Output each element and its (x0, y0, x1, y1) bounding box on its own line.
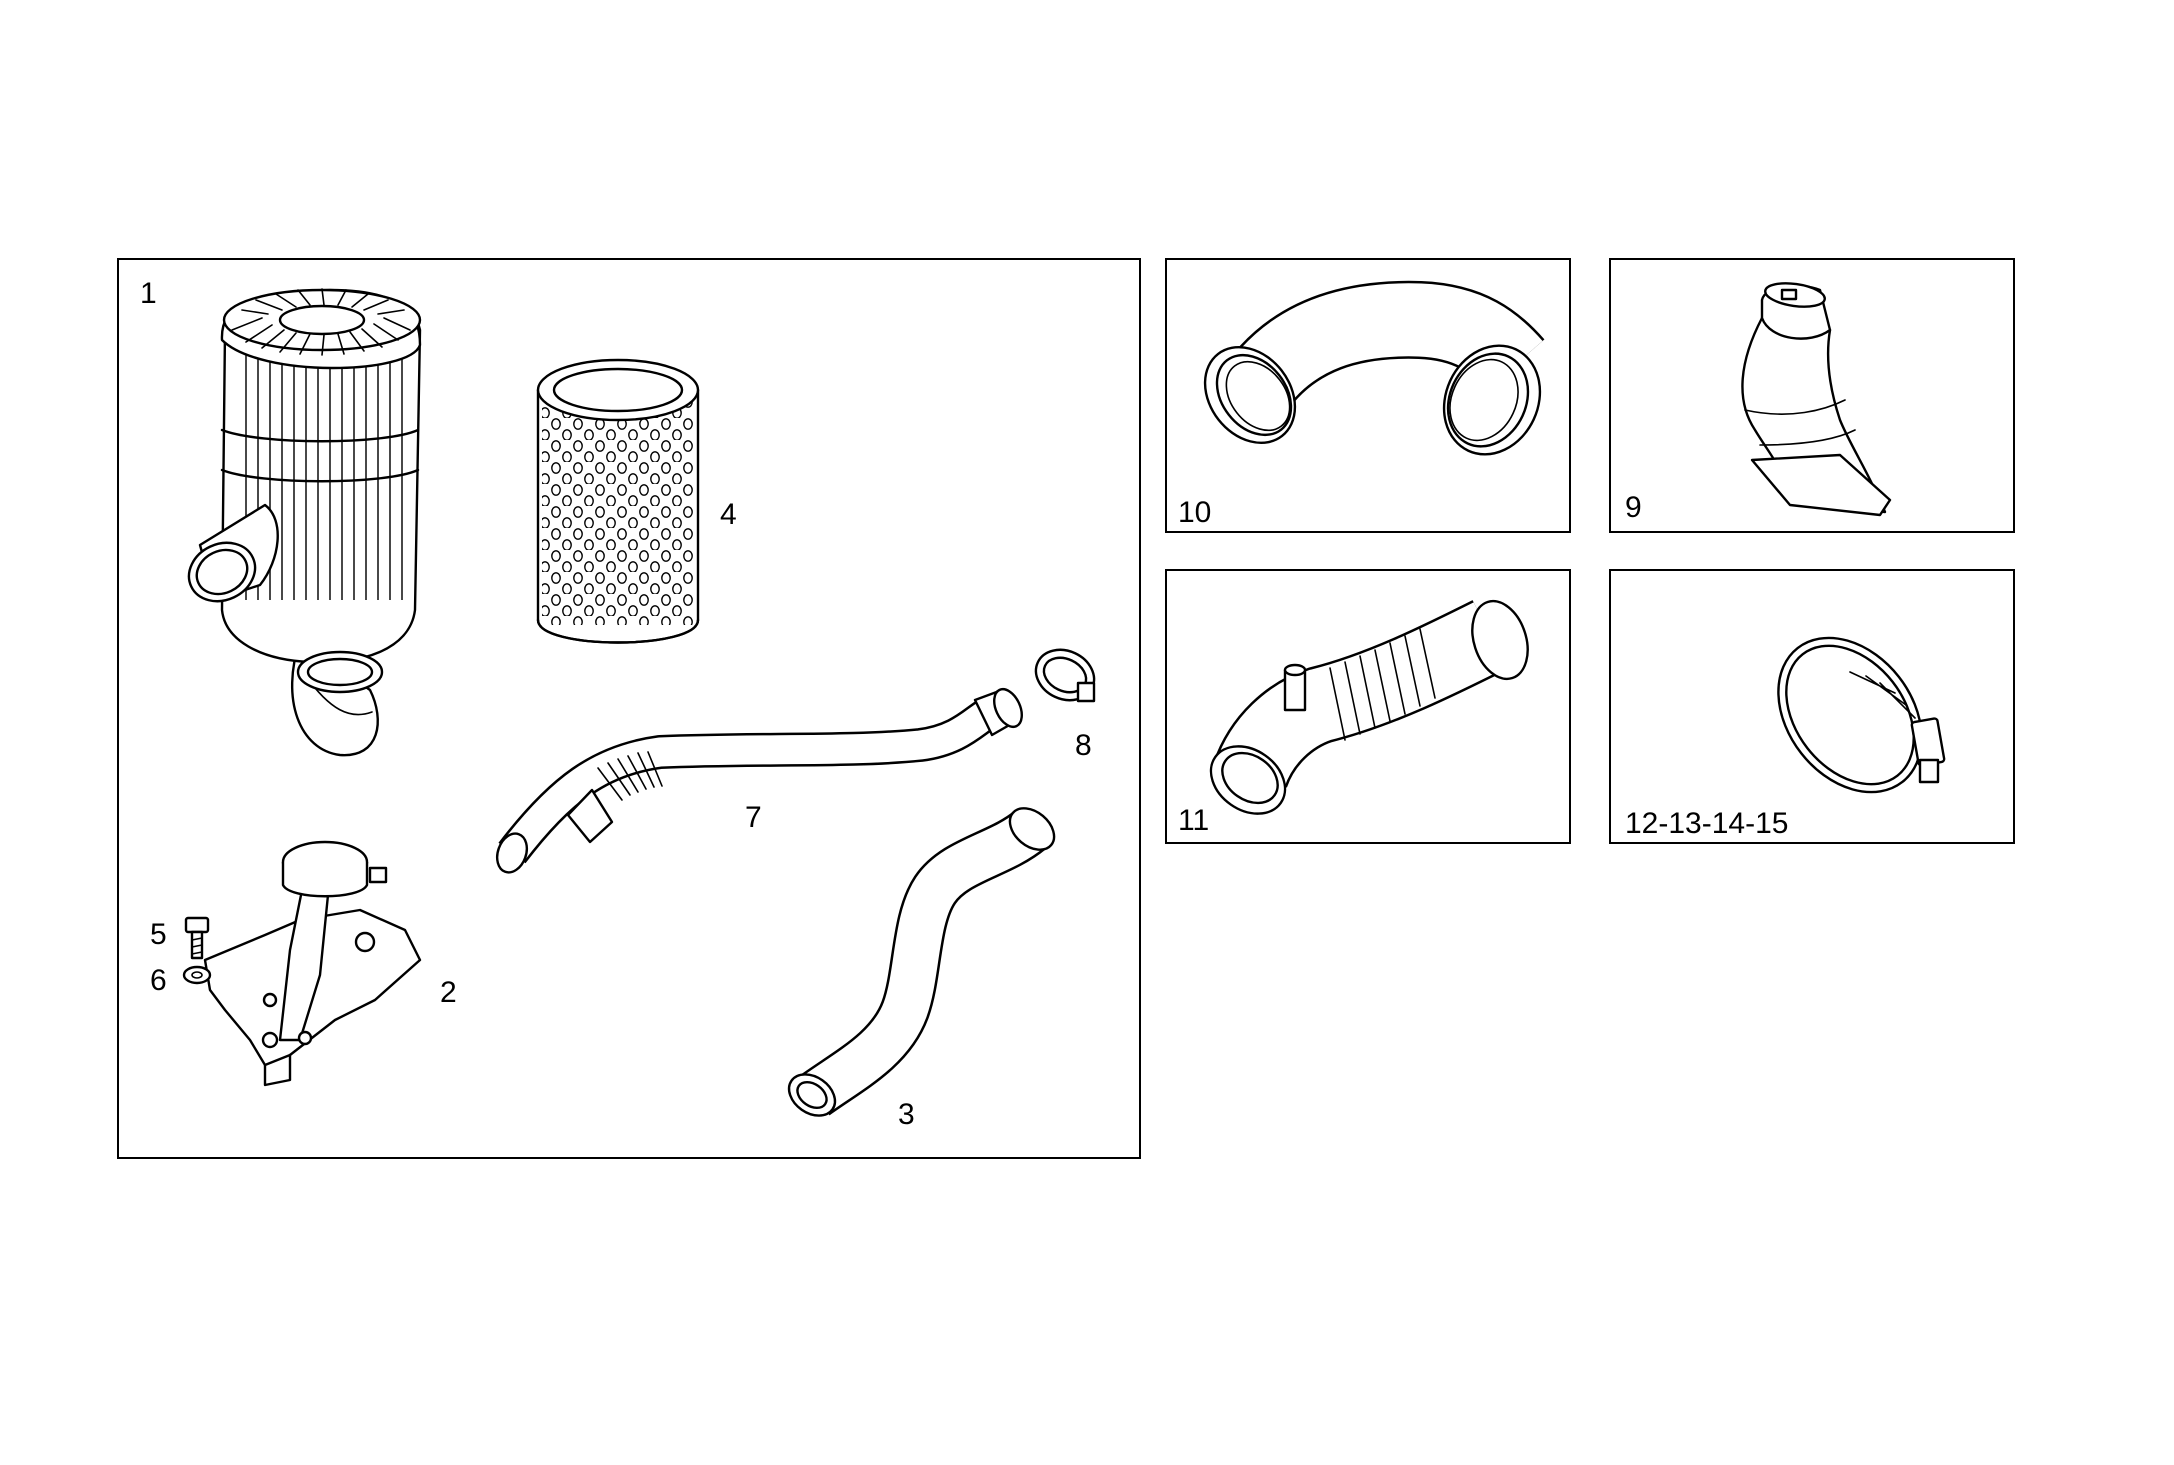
hose-3 (787, 807, 1056, 1117)
air-filter-housing (187, 288, 422, 757)
panel-10: 10 (1165, 258, 1571, 533)
label-8: 8 (1075, 729, 1092, 762)
hose-clamp-12-15 (1777, 636, 1946, 794)
label-2: 2 (440, 976, 457, 1009)
washer-6 (182, 965, 212, 985)
filter-cartridge (536, 358, 700, 644)
bellows-hose-11 (1209, 599, 1529, 815)
main-panel: 1 (117, 258, 1141, 1159)
clamp-8 (1034, 648, 1096, 703)
label-5: 5 (150, 918, 167, 951)
hose-7 (495, 687, 1023, 874)
label-9: 9 (1625, 491, 1642, 524)
label-3: 3 (898, 1098, 915, 1131)
label-7: 7 (745, 801, 762, 834)
label-10: 10 (1178, 496, 1211, 529)
elbow-hose-10 (1203, 280, 1545, 456)
intake-duct-9 (1741, 282, 1892, 517)
panel-9: 9 (1609, 258, 2015, 533)
label-1: 1 (140, 277, 157, 310)
bolt-5 (184, 916, 210, 960)
label-6: 6 (150, 964, 167, 997)
label-11: 11 (1178, 804, 1209, 837)
label-12-15: 12-13-14-15 (1625, 807, 1788, 840)
panel-12-15: 12-13-14-15 (1609, 569, 2015, 844)
label-4: 4 (720, 498, 737, 531)
panel-11: 11 (1165, 569, 1571, 844)
mounting-bracket (203, 840, 422, 1087)
